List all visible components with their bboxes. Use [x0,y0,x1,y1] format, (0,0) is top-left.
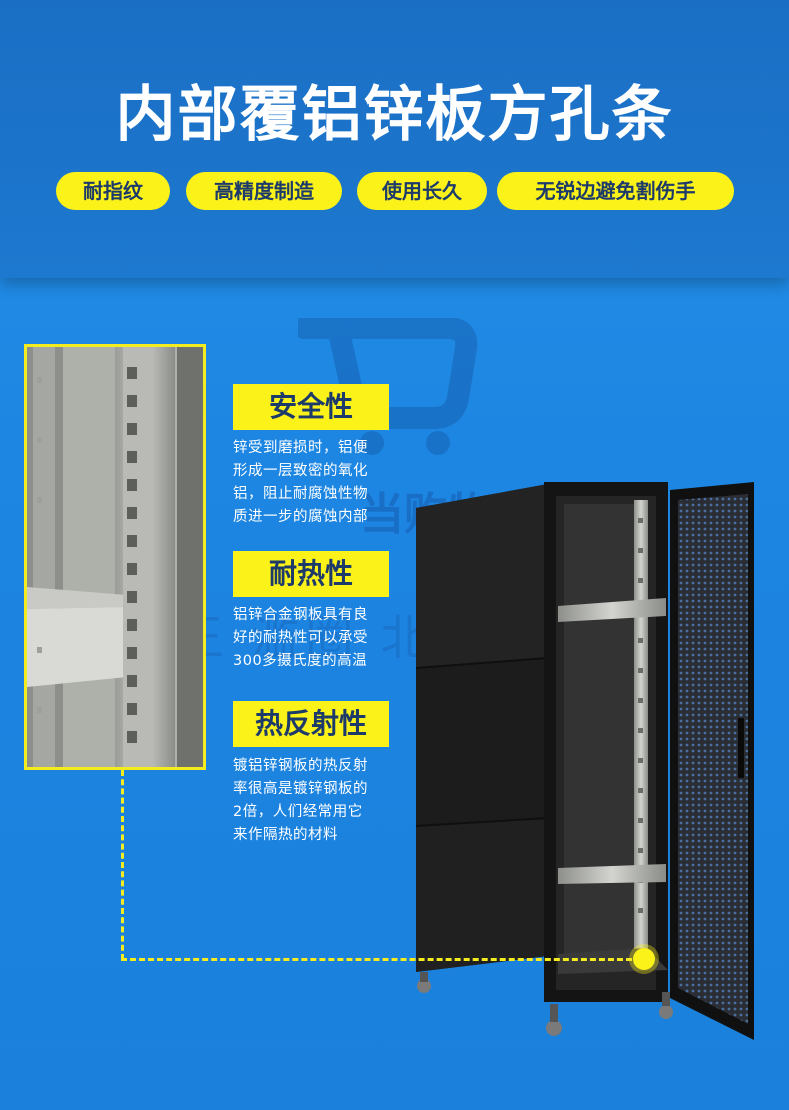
feature-heat-resist-line: 好的耐热性可以承受 [233,630,368,646]
server-cabinet-image [415,482,754,1040]
tag-durable: 使用长久 [357,172,487,210]
page-title: 内部覆铝锌板方孔条 [115,80,674,150]
feature-safety-line: 锌受到磨损时，铝便 [233,440,368,456]
tag-no-sharp-edges: 无锐边避免割伤手 [497,172,734,210]
feature-heat-reflect-line: 2倍，人们经常用它 [233,804,363,820]
highlight-dot [633,948,655,970]
connector-dashed-horizontal [121,958,641,961]
tag-fingerprint: 耐指纹 [56,172,170,210]
feature-heat-resist-line: 铝锌合金钢板具有良 [233,607,368,623]
feature-tags: 耐指纹 高精度制造 使用长久 无锐边避免割伤手 [0,172,789,210]
feature-heat-resist-title: 耐热性 [233,551,389,597]
feature-heat-reflect-line: 来作隔热的材料 [233,827,338,843]
feature-heat-reflect-line: 率很高是镀锌钢板的 [233,781,368,797]
feature-heat-resist-desc: 铝锌合金钢板具有良 好的耐热性可以承受 300多摄氏度的高温 [233,604,393,673]
feature-heat-reflect-line: 镀铝锌钢板的热反射 [233,758,368,774]
connector-dashed-vertical [121,770,124,960]
header-band: 内部覆铝锌板方孔条 耐指纹 高精度制造 使用长久 无锐边避免割伤手 [0,0,789,278]
feature-safety-line: 形成一层致密的氧化 [233,463,368,479]
feature-heat-resist-line: 300多摄氏度的高温 [233,653,368,669]
feature-safety-line: 铝，阻止耐腐蚀性物 [233,486,368,502]
rail-photo-illustration [27,347,203,767]
feature-heat-reflect-title: 热反射性 [233,701,389,747]
zoom-rail-photo [24,344,206,770]
feature-heat-reflect-desc: 镀铝锌钢板的热反射 率很高是镀锌钢板的 2倍，人们经常用它 来作隔热的材料 [233,755,393,847]
tag-precision: 高精度制造 [186,172,342,210]
feature-safety-line: 质进一步的腐蚀内部 [233,509,368,525]
feature-safety-desc: 锌受到磨损时，铝便 形成一层致密的氧化 铝，阻止耐腐蚀性物 质进一步的腐蚀内部 [233,437,393,529]
feature-safety-title: 安全性 [233,384,389,430]
